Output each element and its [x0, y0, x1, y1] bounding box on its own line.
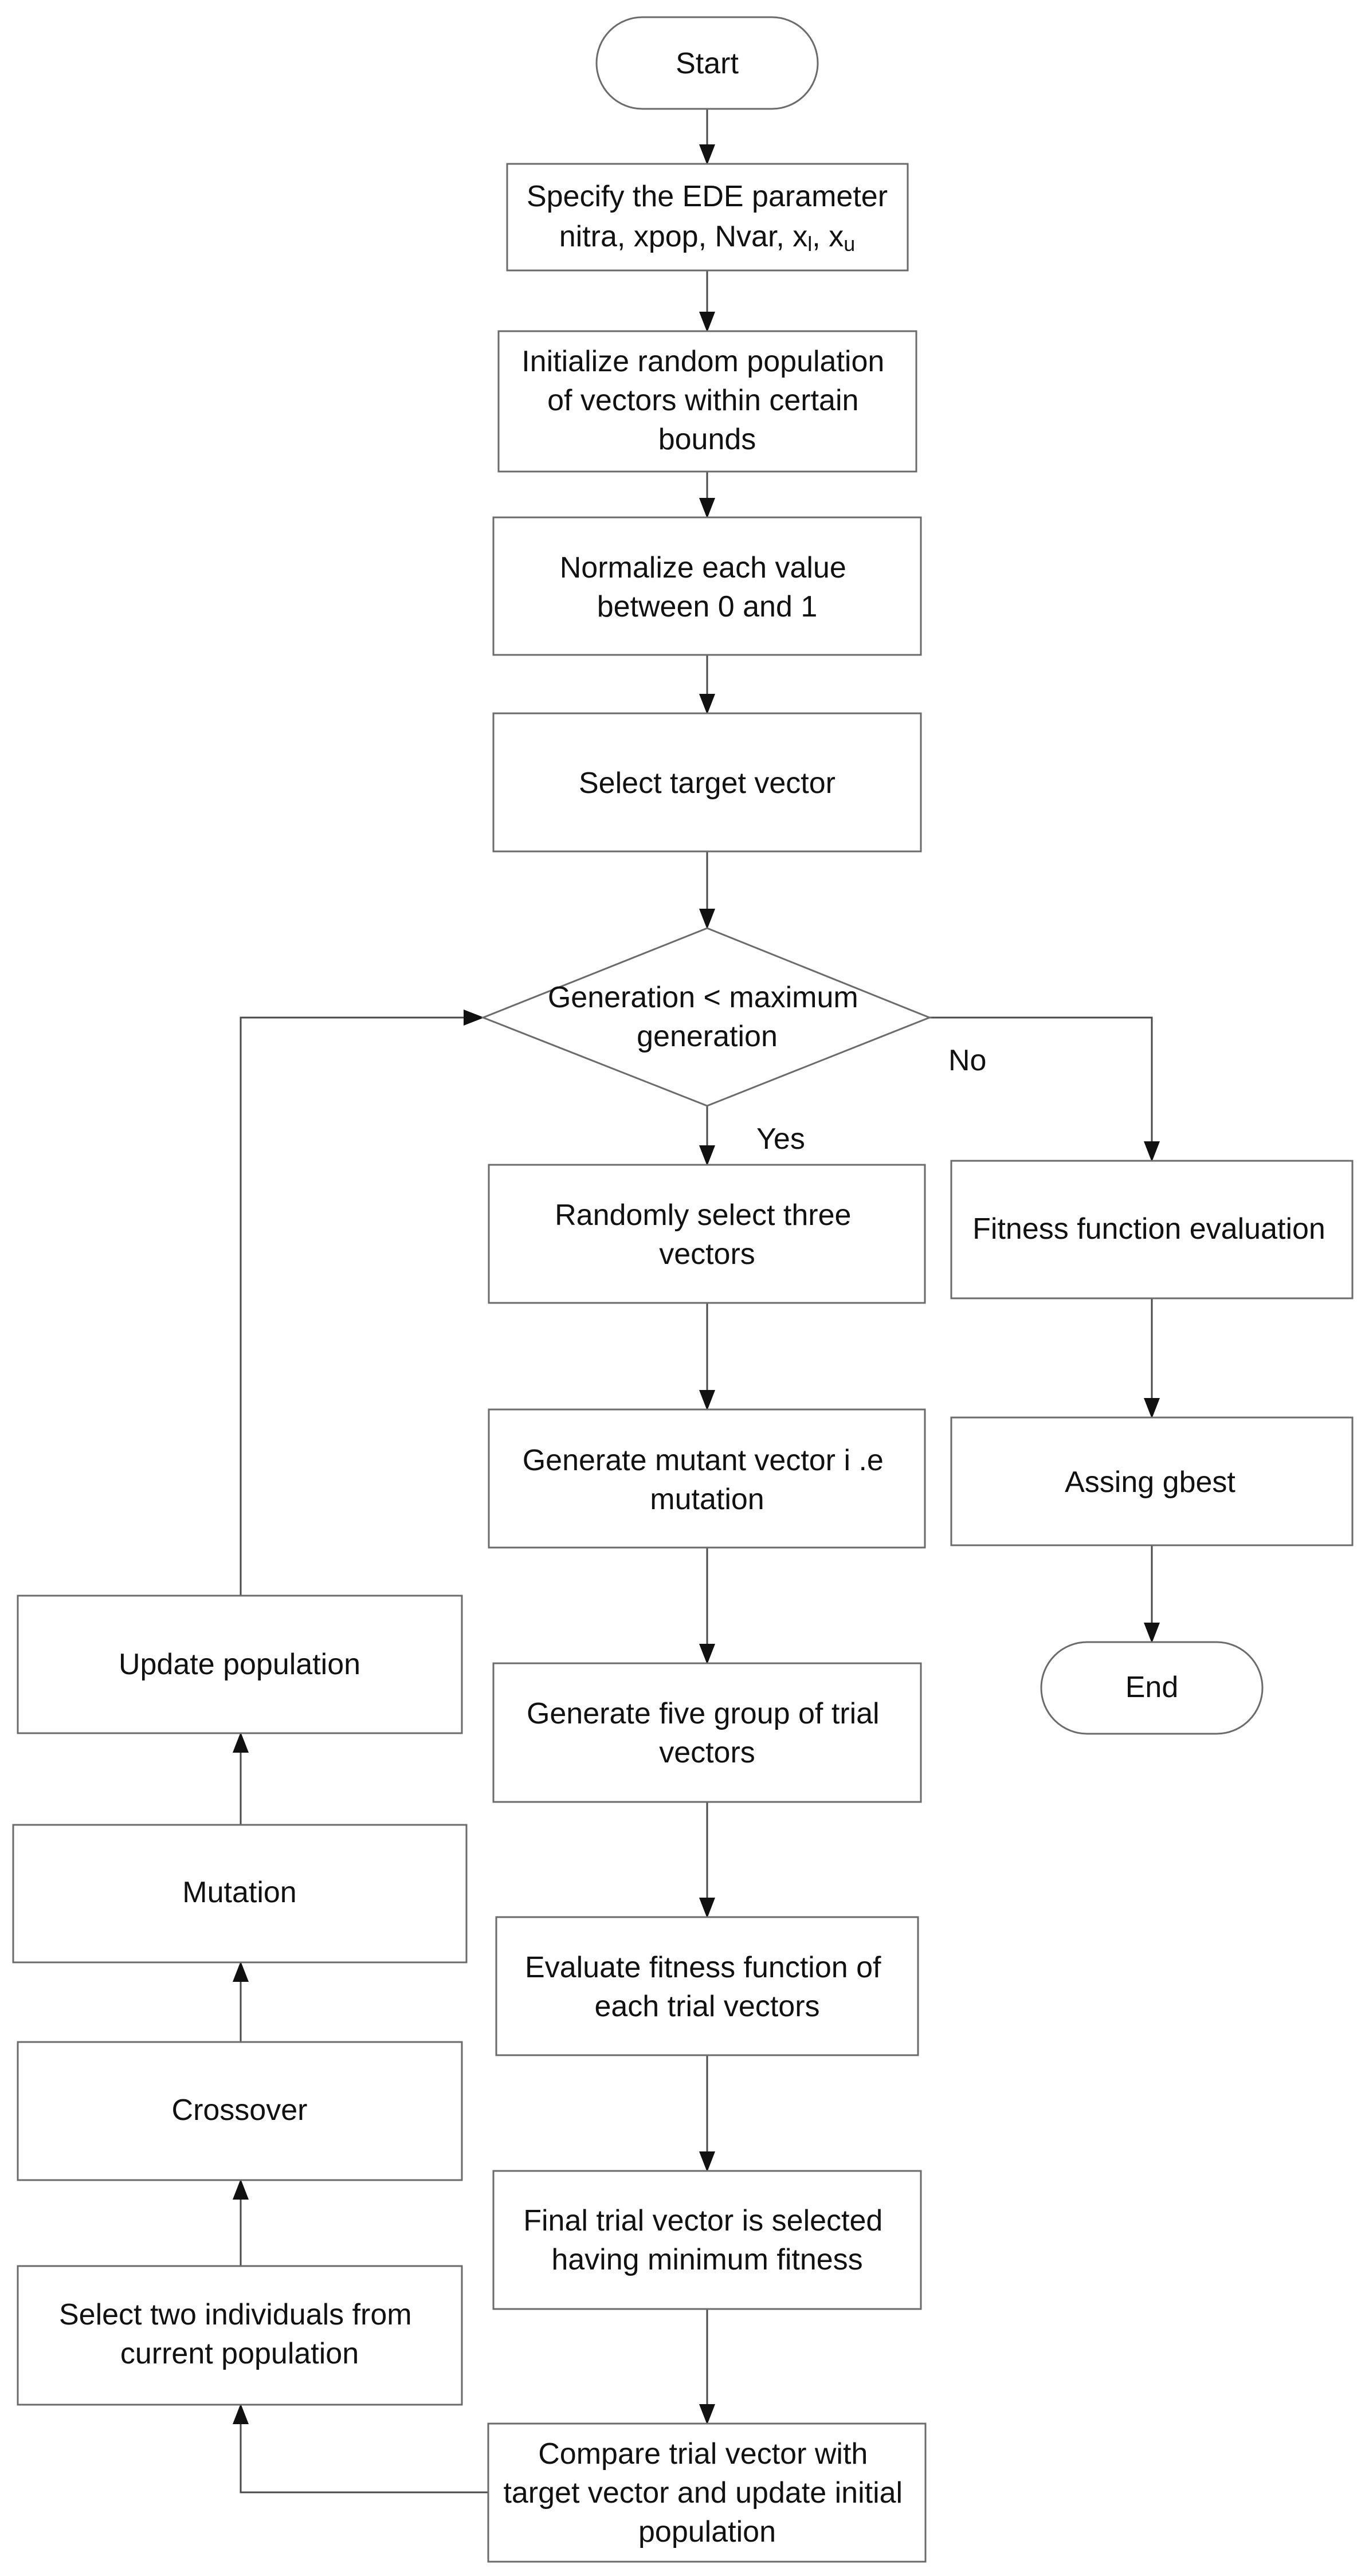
compare-update-text: Compare trial vector with target vector … [503, 2437, 911, 2548]
mutation-text: Mutation [182, 1876, 296, 1909]
mutant-vector-node: Generate mutant vector i .e mutation [488, 1408, 926, 1549]
random-three-text: Randomly select three vectors [555, 1199, 860, 1271]
normalize-text: Normalize each value between 0 and 1 [560, 551, 854, 623]
end-node-text: End [1125, 1671, 1179, 1704]
fitness-evaluation-node: Fitness function evaluation [950, 1160, 1354, 1299]
select-target-text: Select target vector [579, 767, 836, 800]
generation-decision-node: Generation < maximum generation [480, 927, 932, 1107]
assign-gbest-node: Assing gbest [950, 1416, 1354, 1546]
evaluate-fitness-node: Evaluate fitness function of each trial … [495, 1916, 919, 2056]
select-target-node: Select target vector [492, 712, 922, 853]
edge-update-to-decision [240, 1010, 484, 1596]
select-two-node: Select two individuals from current popu… [17, 2265, 463, 2406]
evaluate-fitness-text: Evaluate fitness function of each trial … [525, 1951, 889, 2023]
initialize-population-text: Initialize random population of vectors … [521, 345, 893, 456]
edges [233, 109, 1160, 2493]
specify-parameters-line2: nitra, xpop, Nvar, xl, xu [559, 220, 855, 256]
edge-compare-to-select-two [233, 2404, 488, 2493]
final-trial-text: Final trial vector is selected having mi… [523, 2204, 891, 2276]
initialize-population-node: Initialize random population of vectors … [497, 330, 917, 473]
specify-parameters-node: Specify the EDE parameter nitra, xpop, N… [506, 163, 909, 272]
normalize-node: Normalize each value between 0 and 1 [492, 516, 922, 656]
final-trial-node: Final trial vector is selected having mi… [492, 2170, 922, 2310]
start-node: Start [595, 16, 819, 110]
compare-update-node: Compare trial vector with target vector … [487, 2422, 927, 2563]
yes-label: Yes [756, 1122, 805, 1156]
fitness-evaluation-text: Fitness function evaluation [972, 1212, 1325, 1246]
crossover-node: Crossover [17, 2041, 463, 2181]
edge-decision-no [929, 1016, 1160, 1162]
select-two-text: Select two individuals from current popu… [59, 2298, 420, 2370]
generation-decision-text: Generation < maximum generation [548, 981, 866, 1053]
start-node-text: Start [676, 47, 739, 80]
mutant-vector-text: Generate mutant vector i .e mutation [523, 1444, 892, 1516]
update-population-text: Update population [119, 1648, 360, 1681]
end-node: End [1040, 1641, 1264, 1735]
mutation-node: Mutation [12, 1824, 468, 1964]
five-group-text: Generate five group of trial vectors [527, 1697, 888, 1769]
update-population-node: Update population [17, 1595, 463, 1734]
no-label: No [948, 1044, 986, 1077]
random-three-node: Randomly select three vectors [488, 1164, 926, 1304]
five-group-node: Generate five group of trial vectors [492, 1662, 922, 1803]
assign-gbest-text: Assing gbest [1065, 1466, 1235, 1499]
specify-parameters-line1: Specify the EDE parameter [527, 180, 888, 213]
crossover-text: Crossover [172, 2094, 308, 2127]
